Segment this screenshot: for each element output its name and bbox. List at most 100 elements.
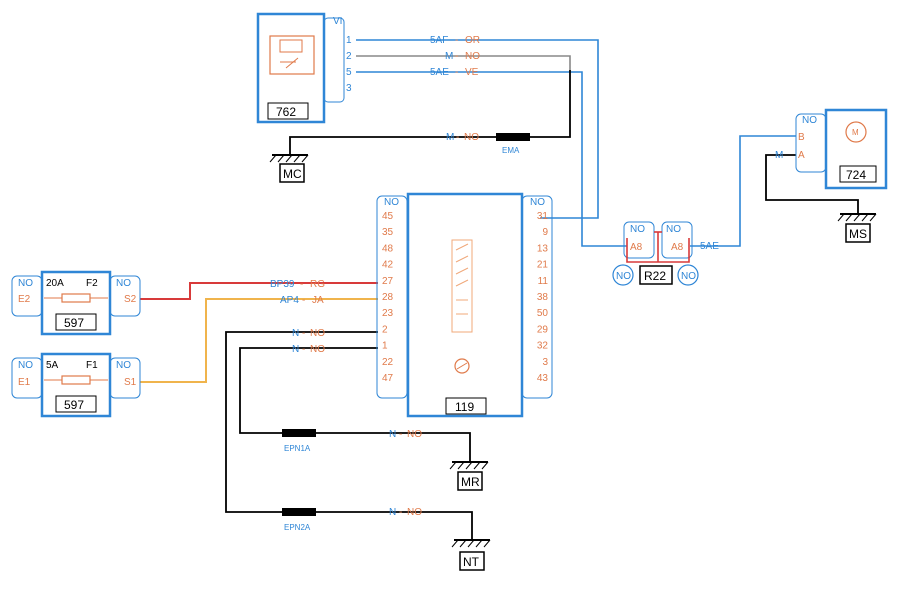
splice-ema-mark [496,133,530,141]
fuse-f1-left-conn: NO [18,360,33,371]
pin-119-left: 35 [382,227,394,238]
code-119: 119 [455,400,474,414]
wire-n-mr [239,347,471,462]
wire-5af [356,39,599,219]
wire-code-n-2: N [292,328,299,339]
ground-label-nt: NT [463,555,480,569]
wire-color-no-2: NO [310,328,325,339]
fuse-597-f1: 5A F1 597 NO NO E1 S1 [11,352,141,418]
pin-724-a: A [798,150,805,161]
wire-m-mc [289,70,571,155]
pin-119-right: 38 [537,292,549,303]
wire-5ae-724 [690,135,796,247]
code-762: 762 [276,105,296,119]
ground-ms: MS [837,213,877,243]
pin-119-right: 11 [538,276,549,287]
fuse-f1-right-pin: S1 [124,377,137,388]
pin-119-right: 29 [537,324,549,335]
pin-724-b: B [798,132,805,143]
wire-sep-9: - [399,429,402,440]
fuse-f2-right-pin: S2 [124,294,137,305]
ground-nt: NT [451,539,491,571]
fuse-597-f2: 20A F2 597 NO NO E2 S2 [11,270,141,336]
wire-sep-3: - [455,67,458,78]
pin-119-left: 48 [382,243,394,254]
component-762: 762 VI 1 2 5 3 [256,12,352,124]
wire-code-n-1: N [292,344,299,355]
wire-ap4 [140,298,378,383]
conn-119-left: NO [384,197,399,208]
wire-sep-2: - [455,51,458,62]
wire-color-or: OR [465,35,480,46]
r22-right-pin: A8 [671,242,684,253]
motor-letter: M [852,128,859,137]
pin-119-left: 28 [382,292,394,303]
wire-m-762 [356,55,571,70]
splice-epn2a: EPN2A [284,523,311,532]
fuse-id-f1: F1 [86,360,98,371]
wire-sep-1: - [455,35,458,46]
pin-119-left: 22 [382,357,394,368]
wire-code-5ae: 5AE [430,67,449,78]
wire-code-5af: 5AF [430,35,448,46]
r22-left-conn: NO [630,224,645,235]
fuse-f1-right-conn: NO [116,360,131,371]
wire-sep-10: - [399,507,402,518]
pin-119-left: 42 [382,260,394,271]
wire-code-m: M [445,51,453,62]
wire-code-n-nt: N [389,507,396,518]
code-724: 724 [846,168,866,182]
wire-code-n-mr: N [389,429,396,440]
ground-mc: MC [269,154,309,183]
splice-epn1a: EPN1A [284,444,311,453]
conn-762: VI [333,16,342,27]
pin-119-left: 1 [382,341,388,352]
r22-left-pin: A8 [630,242,643,253]
fuse-f2-right-conn: NO [116,278,131,289]
wire-color-rg: RG [310,279,325,290]
pin-119-left: 47 [382,373,394,384]
ground-mr: MR [449,461,489,491]
wire-sep-4: - [456,132,459,143]
fuse-id-f2: F2 [86,278,98,289]
wire-code-m-mc: M [446,132,454,143]
r22-code: R22 [644,269,666,283]
r22-circle-left: NO [616,271,631,282]
wire-color-ve: VE [465,67,479,78]
ground-label-mr: MR [461,475,480,489]
pin-119-right: 21 [537,260,549,271]
splice-epn1a-mark [282,429,316,437]
code-597-a: 597 [64,316,84,330]
pin-119-left: 23 [382,308,394,319]
ground-label-ms: MS [849,227,867,241]
wire-color-no-mc: NO [464,132,479,143]
wire-color-no: NO [465,51,480,62]
splice-ema: EMA [502,146,520,155]
code-597-b: 597 [64,398,84,412]
wire-code-bp39: BP39 [270,279,295,290]
wire-n-nt [225,331,473,540]
wire-m-724 [765,154,859,214]
pin-119-left: 27 [382,276,394,287]
ecu-symbol [451,239,473,374]
wire-sep-6: - [302,295,305,306]
pin-762-2: 2 [346,51,352,62]
fuse-rating-20a: 20A [46,278,64,289]
conn-724: NO [802,115,817,126]
wire-code-ap4: AP4 [280,295,299,306]
pin-119-right: 13 [537,243,549,254]
conn-119-right: NO [530,197,545,208]
ground-label-mc: MC [283,167,302,181]
component-724: M 724 NO B A [795,108,888,190]
pin-762-1: 1 [346,35,352,46]
pin-119-right: 50 [537,308,549,319]
pin-119-right: 43 [537,373,549,384]
wire-color-no-1: NO [310,344,325,355]
wire-sep-5: - [300,279,303,290]
fuse-rating-5a: 5A [46,360,59,371]
relay-symbol [269,35,315,75]
fuse-f2-left-conn: NO [18,278,33,289]
